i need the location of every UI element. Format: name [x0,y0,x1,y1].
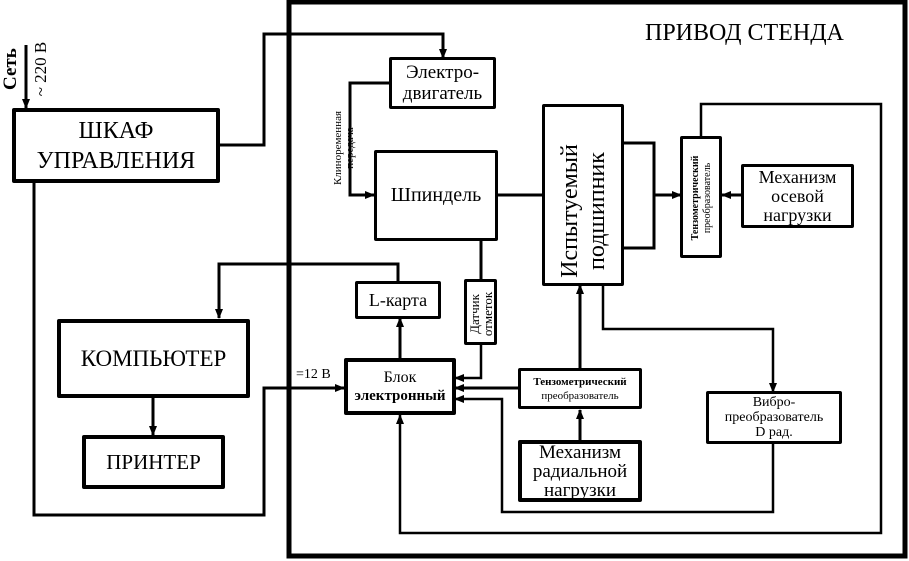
electronic-unit-block: Блок электронный [344,358,456,415]
marker-sensor-label: Датчик отметок [467,282,495,346]
radial-strain-block: Тензометрический преобразователь [518,368,642,409]
axial-load-block: Механизм осевой нагрузки [741,164,854,228]
radial-strain-line1: Тензометрический [533,375,627,388]
axial-load-line1: Механизм [758,166,837,187]
cabinet-line1: ШКАФ [78,117,154,144]
belt-line2: передача [344,127,356,169]
bearing-block: Испытуемый подшипник [542,104,624,286]
bearing-axial-top [623,141,656,250]
lcard-label: L-карта [368,289,428,310]
printer-label: ПРИНТЕР [106,449,201,474]
vibro-block: Вибро- преобразователь D рад. [706,391,842,444]
radial-strain-line2: преобразователь [541,389,619,402]
stand-frame [286,0,908,559]
motor-line1: Электро- [405,62,480,83]
vibro-line2: преобразователь [724,410,824,425]
voltage-label: ~ 220 В [31,41,50,97]
bearing-line1: Испытуемый [557,144,583,278]
lcard-to-computer-line [215,262,400,319]
spindle-block: Шпиндель [374,150,498,241]
axial-strain-block: Тензометрический преобразователь [680,136,722,258]
computer-block: КОМПЬЮТЕР [57,319,250,398]
vibro-line3: D рад. [755,425,793,440]
cabinet-to-motor-line [219,32,447,147]
stand-title: ПРИВОД СТЕНДА [645,20,844,46]
vibro-line1: Вибро- [752,395,796,410]
radial-load-line2: радиальной [532,460,628,482]
radial-load-line1: Механизм [538,441,622,463]
computer-label: КОМПЬЮТЕР [80,345,227,371]
printer-block: ПРИНТЕР [82,435,225,489]
electronic-unit-line2: электронный [354,387,446,404]
power-label: Сеть [0,48,21,90]
cabinet-line2: УПРАВЛЕНИЯ [36,147,196,174]
supply-label: =12 В [296,367,331,382]
cabinet-12v-line [32,183,345,517]
radial-load-line3: нагрузки [543,479,617,501]
motor-block: Электро- двигатель [389,57,496,109]
spindle-label: Шпиндель [390,184,482,206]
axial-load-line3: нагрузки [763,204,832,225]
belt-line [348,81,390,199]
bearing-label: Испытуемый подшипник [557,121,613,301]
cabinet-block: ШКАФ УПРАВЛЕНИЯ [12,108,220,183]
motor-line2: двигатель [402,83,483,104]
bearing-vibro-line [601,285,777,393]
lcard-block: L-карта [355,281,441,319]
marker-sensor-line2: отметок [480,291,495,337]
axial-strain-line1: Тензометрический [690,155,701,241]
axial-strain-line2: преобразователь [702,162,713,234]
radial-load-block: Механизм радиальной нагрузки [518,440,642,502]
belt-label: Клиноременная передача [332,93,358,203]
vibro-unit-line [454,395,775,514]
axial-strain-label: Тензометрический преобразователь [690,134,714,262]
belt-line1: Клиноременная [332,110,344,186]
axial-load-line2: осевой [771,185,824,206]
marker-sensor-block: Датчик отметок [464,279,497,345]
marker-to-unit-line [454,344,483,382]
bearing-line2: подшипник [584,152,610,270]
axial-strain-output-line [396,102,883,535]
electronic-unit-line1: Блок [383,368,417,386]
